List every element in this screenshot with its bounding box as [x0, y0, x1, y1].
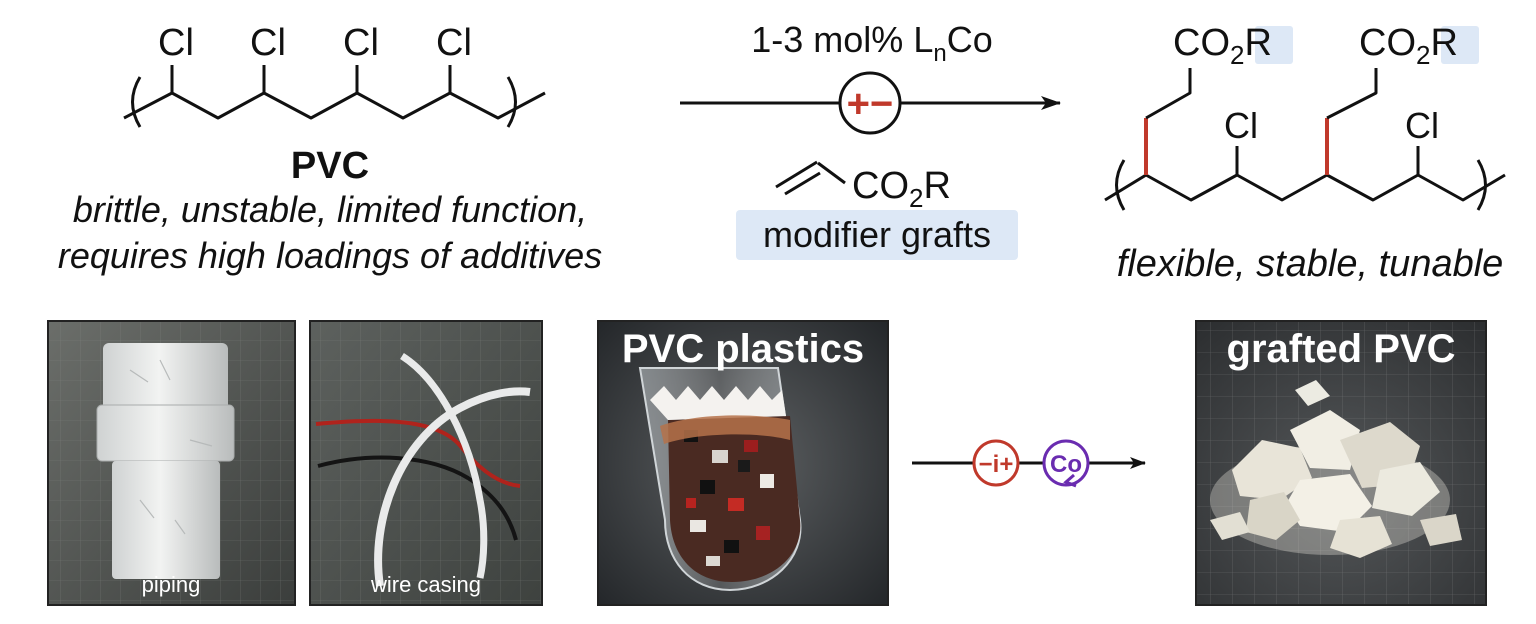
- acrylate-ester-label: CO2R: [852, 165, 951, 213]
- product-backbone: [1104, 173, 1506, 202]
- pvc-reactant-structure: Cl Cl Cl Cl: [123, 22, 546, 128]
- product-cl-label-1: Cl: [1224, 105, 1258, 146]
- photo-label-piping: piping: [142, 572, 201, 597]
- graft-ester-highlight-1: [1255, 26, 1293, 64]
- pvc-cl-label-2: Cl: [250, 22, 286, 64]
- photo-title-pvc-plastics: PVC plastics: [622, 327, 864, 371]
- product-right-bracket: [1476, 159, 1487, 211]
- wire-white-casing-1: [400, 353, 488, 579]
- svg-text:Co: Co: [1050, 451, 1082, 478]
- photo-piping: piping: [47, 320, 296, 606]
- svg-text:+−: +−: [847, 82, 894, 126]
- grafted-pvc-powder: [1210, 380, 1462, 558]
- catalyst-label: 1-3 mol% LnCo: [751, 19, 992, 67]
- photo-wire-casing: wire casing: [309, 320, 543, 606]
- graft-ester-label-2: CO2R: [1359, 22, 1458, 70]
- pvc-cl-label-3: Cl: [343, 22, 379, 64]
- product-cl-label-2: Cl: [1405, 105, 1439, 146]
- test-tube: [638, 367, 802, 592]
- photo-grafted-pvc: grafted PVC: [1195, 320, 1487, 606]
- graft-ester-label-1: CO2R: [1173, 22, 1272, 70]
- product-left-bracket: [1115, 159, 1126, 211]
- electrolysis-icon: −i+: [972, 439, 1020, 487]
- wire-black: [317, 455, 518, 541]
- graft-chain-2: [1326, 68, 1378, 120]
- pvc-description-line-2: requires high loadings of additives: [58, 235, 602, 276]
- graft-ester-highlight-2: [1441, 26, 1479, 64]
- cobalt-catalyst-cycle-icon: Co: [1042, 439, 1090, 488]
- pvc-backbone: [123, 91, 546, 120]
- photo-label-wire-casing: wire casing: [370, 572, 481, 597]
- graft-chain-1: [1145, 68, 1192, 120]
- pvc-cl-label-4: Cl: [436, 22, 472, 64]
- pvc-description-line-1: brittle, unstable, limited function,: [73, 189, 587, 230]
- pipe-lower-body: [112, 461, 220, 579]
- wire-white-casing-2: [374, 387, 531, 587]
- pipe-collar: [96, 404, 235, 462]
- photo-title-grafted-pvc: grafted PVC: [1227, 327, 1456, 371]
- grafted-pvc-structure: Cl Cl CO2R CO2R: [1104, 22, 1506, 211]
- acrylate-reagent: CO2R: [775, 160, 951, 213]
- wire-red: [315, 418, 521, 488]
- modifier-grafts-highlight: [736, 210, 1018, 260]
- pvc-name: PVC: [291, 145, 369, 187]
- svg-text:−i+: −i+: [979, 451, 1014, 478]
- pvc-left-bracket: [131, 76, 142, 128]
- photo-pvc-plastics: PVC plastics: [597, 320, 889, 606]
- pvc-cl-label-1: Cl: [158, 22, 194, 64]
- modifier-grafts-label: modifier grafts: [763, 214, 991, 255]
- electrochemistry-icon: +−: [838, 71, 902, 135]
- pvc-right-bracket: [506, 76, 517, 128]
- product-description: flexible, stable, tunable: [1117, 243, 1504, 285]
